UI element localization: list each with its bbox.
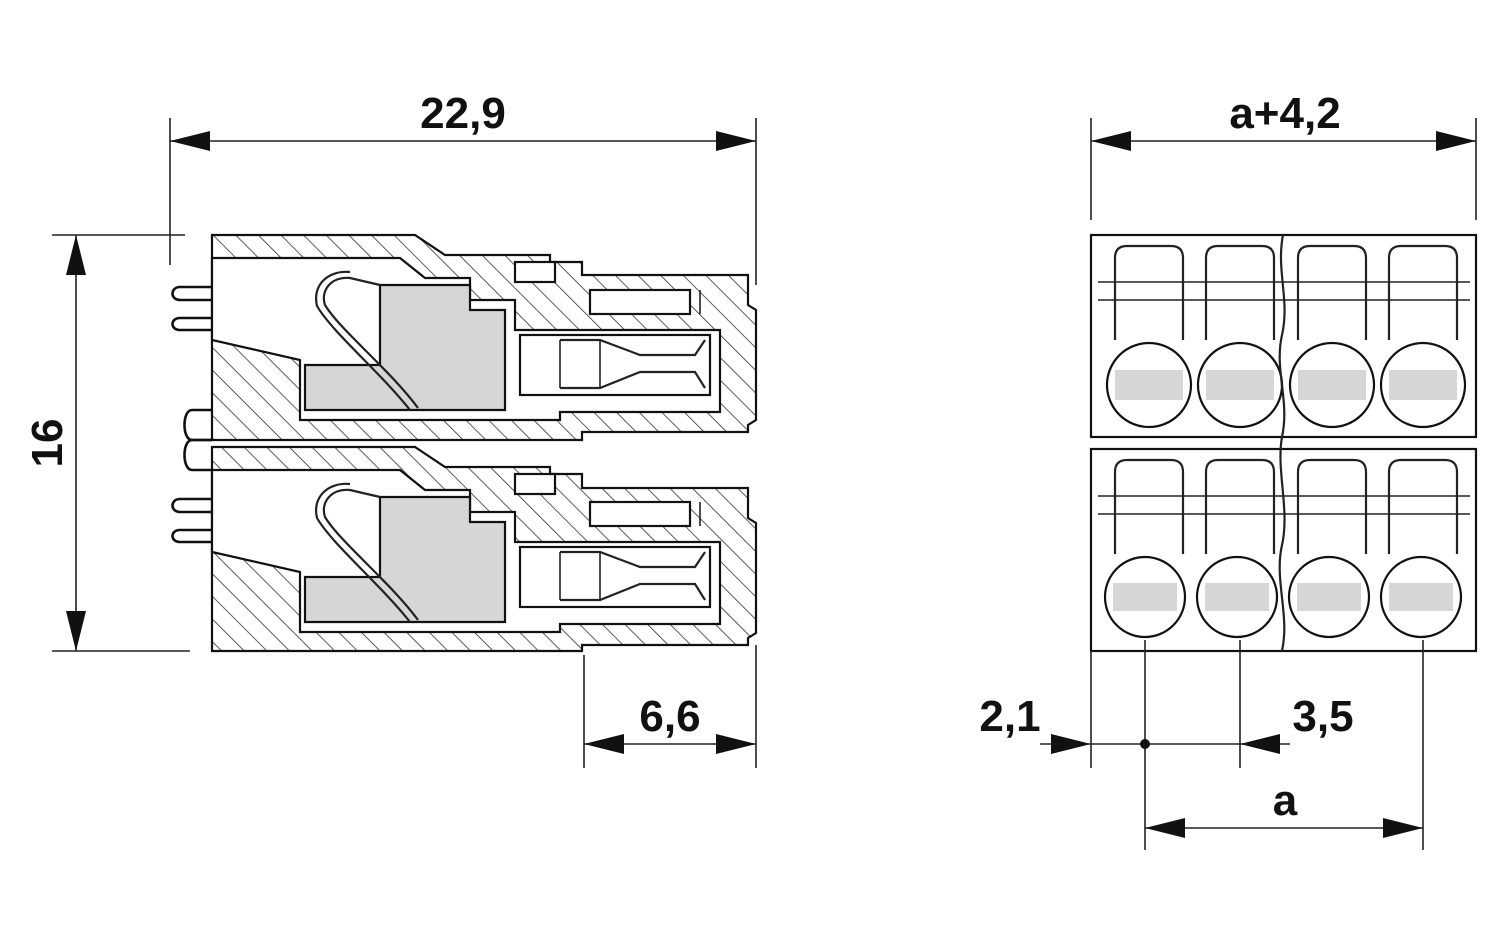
dimension-pitch: 2,1 3,5 — [979, 640, 1424, 850]
dimension-label-front-depth: 6,6 — [639, 692, 700, 741]
break-line — [1278, 234, 1286, 652]
arrow-head — [1145, 818, 1185, 838]
front-view: a+4,2 — [979, 89, 1478, 850]
arrow-head — [1051, 734, 1091, 754]
arrow-head — [170, 131, 210, 151]
dimension-overall-length: 22,9 — [169, 89, 757, 285]
dimension-label-height: 16 — [23, 419, 72, 468]
arrow-head — [1091, 131, 1131, 151]
arrow-head — [584, 734, 624, 754]
lower-connector-section — [171, 445, 758, 653]
arrow-head — [1436, 131, 1476, 151]
dimension-label-pitch: 3,5 — [1292, 692, 1353, 741]
upper-connector-section — [171, 233, 758, 442]
dimension-label-pitch-span: a — [1273, 776, 1298, 825]
arrow-head — [1383, 818, 1423, 838]
arrow-head — [716, 131, 756, 151]
wire-entry-row — [1103, 555, 1463, 639]
arrow-head — [1240, 734, 1280, 754]
dimension-label-overall-width: a+4,2 — [1229, 89, 1340, 138]
dimension-pitch-span: a — [1145, 776, 1423, 838]
dimension-front-depth: 6,6 — [583, 645, 757, 768]
arrow-head — [66, 235, 86, 275]
wire-entry-row — [1105, 341, 1467, 429]
side-view: 22,9 16 6,6 — [23, 89, 758, 768]
dimension-label-overall-length: 22,9 — [420, 89, 506, 138]
arrow-head — [66, 611, 86, 651]
dimension-height: 16 — [23, 234, 190, 652]
dimension-origin-dot — [1140, 739, 1150, 749]
dimension-label-offset: 2,1 — [979, 692, 1040, 741]
arrow-head — [716, 734, 756, 754]
dimension-overall-width: a+4,2 — [1090, 89, 1477, 220]
center-joint — [183, 408, 212, 472]
